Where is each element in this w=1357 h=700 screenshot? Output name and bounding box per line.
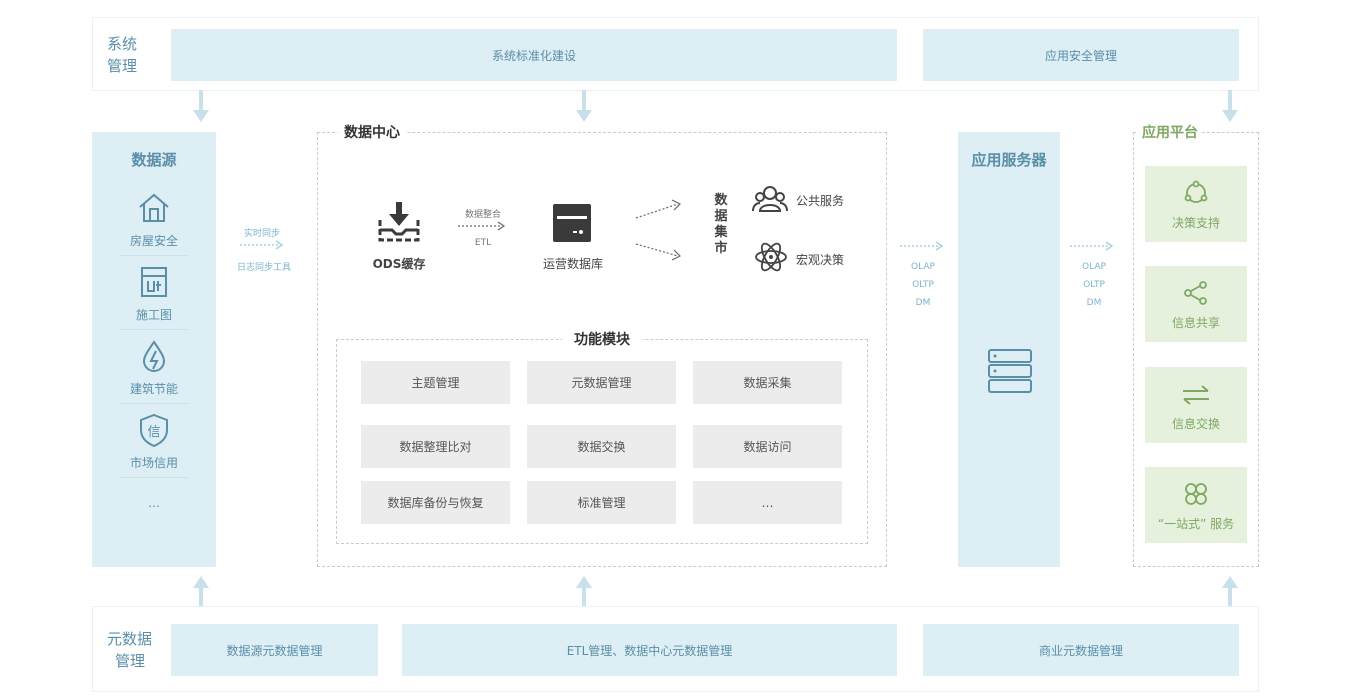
app-server-title: 应用服务器: [971, 151, 1047, 169]
system-management-label-line2: 管理: [107, 57, 138, 75]
exchange-icon: [1183, 385, 1209, 405]
dashed-arrow-icon: [1070, 241, 1114, 251]
dashed-arrow-icon: [458, 221, 506, 231]
module-box: 主题管理: [361, 361, 510, 404]
down-arrow-icon: [193, 90, 209, 122]
public-service-label: 公共服务: [796, 194, 845, 208]
data-source-more: …: [148, 496, 160, 510]
app-security-box: 应用安全管理: [923, 29, 1239, 81]
cycle-icon: [1184, 180, 1208, 203]
divider: [120, 255, 188, 256]
info-exchange-label: 信息交换: [1171, 417, 1220, 431]
oltp-label: OLTP: [1083, 280, 1105, 290]
data-source-label: 施工图: [135, 308, 172, 322]
credit-shield-icon: 信: [140, 413, 168, 448]
business-metadata-box: 商业元数据管理: [923, 624, 1239, 676]
macro-decision-label: 宏观决策: [796, 253, 845, 267]
split-arrows-icon: [635, 199, 682, 261]
house-icon: [139, 193, 169, 222]
integrate-label: 数据整合: [464, 210, 501, 220]
olap-list: OLAP OLTP DM: [1074, 258, 1114, 312]
dashed-arrow-icon: [240, 240, 284, 250]
module-box: 数据整理比对: [361, 425, 510, 468]
oltp-label: OLTP: [912, 280, 934, 290]
share-icon: [1184, 281, 1207, 305]
olap-label: OLAP: [911, 262, 935, 272]
log-sync-tool-label: 日志同步工具: [236, 263, 291, 273]
module-box: 元数据管理: [527, 361, 676, 404]
database-server-icon: [553, 204, 591, 242]
data-source-label: 市场信用: [129, 456, 178, 470]
dashed-arrow-icon: [900, 241, 944, 251]
one-stop-service-box: “一站式” 服务: [1145, 467, 1247, 543]
info-sharing-box: 信息共享: [1145, 266, 1247, 342]
system-standardization-box: 系统标准化建设: [171, 29, 897, 81]
etl-label: ETL: [474, 238, 492, 248]
data-mart-char: 集: [714, 225, 728, 240]
data-center-title: 数据中心: [338, 122, 406, 142]
function-modules-title: 功能模块: [562, 329, 642, 349]
dm-label: DM: [915, 298, 931, 308]
module-box: 数据采集: [693, 361, 842, 404]
module-box: …: [693, 481, 842, 524]
metadata-management-label: 元数据 管理: [107, 628, 167, 672]
data-source-item: 房屋安全: [92, 190, 216, 249]
etl-metadata-box: ETL管理、数据中心元数据管理: [402, 624, 897, 676]
energy-drop-icon: [142, 340, 166, 372]
olap-label: OLAP: [1082, 262, 1106, 272]
blueprint-icon: [141, 267, 167, 297]
four-circles-icon: [1185, 483, 1207, 505]
people-group-icon: [752, 186, 788, 212]
one-stop-service-label: “一站式” 服务: [1157, 517, 1235, 531]
decision-support-label: 决策支持: [1171, 216, 1220, 230]
up-arrow-icon: [1222, 576, 1238, 609]
system-management-label: 系统 管理: [107, 33, 157, 77]
data-mart-label: 数 据 集 市: [712, 193, 730, 257]
decision-support-box: 决策支持: [1145, 166, 1247, 242]
download-tray-icon: [378, 202, 420, 242]
dm-label: DM: [1086, 298, 1102, 308]
data-mart-char: 数: [714, 193, 728, 208]
svg-text:信: 信: [147, 425, 160, 440]
module-box: 数据交换: [527, 425, 676, 468]
down-arrow-icon: [576, 90, 592, 122]
down-arrow-icon: [1222, 90, 1238, 122]
divider: [120, 329, 188, 330]
data-source-title: 数据源: [131, 151, 177, 169]
module-box: 标准管理: [527, 481, 676, 524]
atom-icon: [755, 242, 787, 272]
ods-cache-label: ODS缓存: [372, 257, 426, 271]
realtime-sync-label: 实时同步: [243, 229, 280, 239]
up-arrow-icon: [193, 576, 209, 609]
data-source-item: 信 市场信用: [92, 412, 216, 471]
app-platform-title: 应用平台: [1138, 122, 1202, 142]
module-box: 数据访问: [693, 425, 842, 468]
data-source-label: 建筑节能: [129, 382, 178, 396]
divider: [120, 477, 188, 478]
source-metadata-box: 数据源元数据管理: [171, 624, 378, 676]
olap-list: OLAP OLTP DM: [903, 258, 943, 312]
system-management-label-line1: 系统: [107, 35, 138, 53]
metadata-management-label-line2: 管理: [115, 652, 146, 670]
info-exchange-box: 信息交换: [1145, 367, 1247, 443]
divider: [120, 403, 188, 404]
data-mart-char: 据: [714, 209, 728, 224]
data-source-label: 房屋安全: [129, 234, 178, 248]
data-mart-char: 市: [714, 241, 728, 256]
data-source-column: 数据源 房屋安全 施工图 建筑节能 信 市场信用 …: [92, 132, 216, 567]
info-sharing-label: 信息共享: [1171, 316, 1220, 330]
data-center-frame: [317, 132, 887, 567]
metadata-management-label-line1: 元数据: [107, 630, 153, 648]
module-box: 数据库备份与恢复: [361, 481, 510, 524]
data-source-item: 建筑节能: [92, 338, 216, 397]
ops-database-label: 运营数据库: [542, 257, 603, 271]
server-rack-icon: [988, 349, 1032, 393]
data-source-item: 施工图: [92, 264, 216, 323]
up-arrow-icon: [576, 576, 592, 609]
